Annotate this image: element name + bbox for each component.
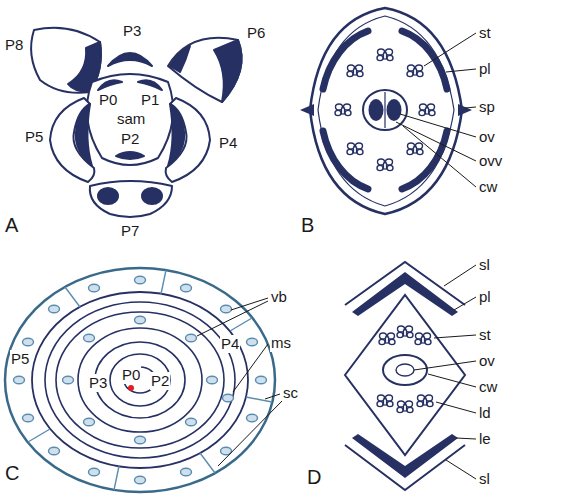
part-label: P2 bbox=[150, 372, 170, 390]
callout-label: sp bbox=[478, 98, 496, 116]
part-label: P2 bbox=[120, 130, 140, 148]
panel-letter: D bbox=[306, 466, 322, 489]
callout-label: cw bbox=[478, 178, 498, 196]
part-label: P7 bbox=[120, 222, 140, 240]
callout-label: sl bbox=[478, 470, 491, 488]
panel-letter: A bbox=[4, 214, 19, 237]
callout-label: le bbox=[478, 430, 492, 448]
panel-letter: C bbox=[4, 462, 20, 485]
part-label: P5 bbox=[24, 128, 44, 146]
callout-label: st bbox=[478, 24, 492, 42]
panel-c bbox=[5, 268, 282, 492]
part-label: P5 bbox=[10, 350, 30, 368]
panel-a bbox=[31, 28, 242, 217]
callout-label: ld bbox=[478, 404, 492, 422]
part-label: sam bbox=[116, 110, 146, 128]
panel-d bbox=[345, 262, 476, 490]
part-label: P6 bbox=[246, 24, 266, 42]
part-label: P0 bbox=[98, 91, 118, 109]
panel-letter: B bbox=[300, 214, 315, 237]
part-label: P0 bbox=[121, 366, 141, 384]
part-label: P4 bbox=[218, 134, 238, 152]
callout-label: ms bbox=[270, 334, 292, 352]
part-label: P4 bbox=[220, 335, 240, 353]
panel-b bbox=[300, 8, 476, 214]
part-label: P1 bbox=[140, 91, 160, 109]
callout-label: pl bbox=[478, 288, 492, 306]
callout-label: vb bbox=[270, 288, 288, 306]
part-label: P8 bbox=[4, 36, 24, 54]
callout-label: ov bbox=[478, 352, 496, 370]
callout-label: sl bbox=[478, 256, 491, 274]
callout-label: st bbox=[478, 326, 492, 344]
part-label: P3 bbox=[122, 22, 142, 40]
callout-label: pl bbox=[478, 60, 492, 78]
callout-label: ov bbox=[478, 128, 496, 146]
part-label: P3 bbox=[88, 374, 108, 392]
callout-label: cw bbox=[478, 378, 498, 396]
callout-label: sc bbox=[282, 384, 299, 402]
callout-label: ovv bbox=[478, 152, 503, 170]
